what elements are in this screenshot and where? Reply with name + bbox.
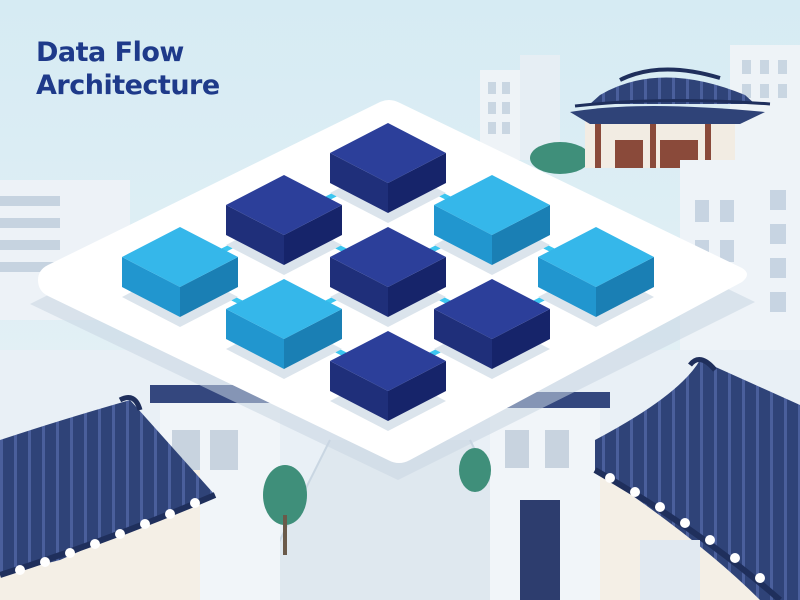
node-right-face <box>388 361 446 421</box>
diagram-node-n4 <box>226 175 342 275</box>
diagram-node-n2 <box>434 175 550 275</box>
node-right-face <box>596 257 654 317</box>
node-top-face <box>330 227 446 287</box>
node-right-face <box>492 205 550 265</box>
diagram-node-n1 <box>330 123 446 223</box>
node-left-face <box>330 257 388 317</box>
diagram-node-n5 <box>330 227 446 327</box>
node-left-face <box>434 309 492 369</box>
diagram-node-n3 <box>538 227 654 327</box>
node-top-face <box>330 123 446 183</box>
node-left-face <box>226 205 284 265</box>
node-right-face <box>284 309 342 369</box>
node-top-face <box>434 175 550 235</box>
title-line-2: Architecture <box>36 70 220 101</box>
node-top-face <box>226 279 342 339</box>
node-top-face <box>122 227 238 287</box>
node-group <box>122 123 654 431</box>
node-top-face <box>330 331 446 391</box>
node-top-face <box>538 227 654 287</box>
node-left-face <box>434 205 492 265</box>
node-left-face <box>226 309 284 369</box>
node-right-face <box>180 257 238 317</box>
title-line-1: Data Flow <box>36 37 184 68</box>
node-right-face <box>492 309 550 369</box>
node-left-face <box>538 257 596 317</box>
node-left-face <box>330 153 388 213</box>
hanok-roof-right <box>593 357 800 600</box>
node-right-face <box>284 205 342 265</box>
page-title: Data Flow Architecture <box>36 36 220 102</box>
hanok-roof-left <box>0 395 217 600</box>
diagram-node-n6 <box>434 279 550 379</box>
hanok-pavilion <box>530 67 771 174</box>
node-left-face <box>122 257 180 317</box>
diagram-node-n8 <box>226 279 342 379</box>
diagram-node-n9 <box>330 331 446 431</box>
node-top-face <box>434 279 550 339</box>
node-right-face <box>388 153 446 213</box>
node-top-face <box>226 175 342 235</box>
node-right-face <box>388 257 446 317</box>
node-left-face <box>330 361 388 421</box>
diagram-node-n7 <box>122 227 238 327</box>
